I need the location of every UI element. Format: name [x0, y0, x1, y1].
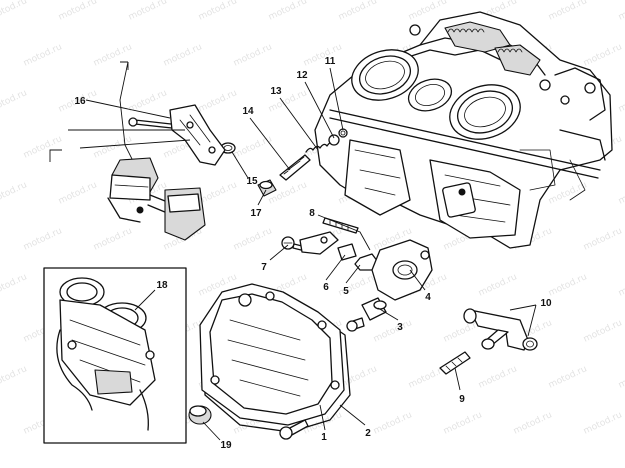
- plug: [188, 405, 212, 425]
- carburetor-assembly: [314, 11, 613, 249]
- watermark-text: motod.ru: [0, 180, 29, 207]
- choke-bracket-assembly: [107, 61, 226, 241]
- watermark-text: motod.ru: [57, 180, 99, 207]
- callout-5: 5: [343, 286, 349, 297]
- watermark-text: motod.ru: [232, 42, 274, 69]
- callout-6: 6: [323, 282, 329, 293]
- callout-4: 4: [425, 292, 431, 303]
- watermark-text: motod.ru: [232, 134, 274, 161]
- callout-7: 7: [261, 262, 267, 273]
- watermark-text: motod.ru: [267, 0, 309, 23]
- watermark-text: motod.ru: [0, 364, 29, 391]
- watermark-text: motod.ru: [477, 364, 519, 391]
- air-screw-group: [279, 128, 348, 181]
- watermark-text: motod.ru: [0, 0, 29, 23]
- callout-12: 12: [296, 70, 308, 81]
- watermark-text: motod.ru: [477, 272, 519, 299]
- callout-10: 10: [540, 298, 552, 309]
- callout-3: 3: [397, 322, 403, 333]
- watermark-text: motod.ru: [547, 364, 589, 391]
- callout-1: 1: [321, 432, 327, 443]
- watermark-text: motod.ru: [442, 410, 484, 437]
- watermark-text: motod.ru: [547, 0, 589, 23]
- watermark-text: motod.ru: [582, 410, 624, 437]
- tee-fitting-and-screw: [439, 308, 538, 375]
- watermark-text: motod.ru: [92, 226, 134, 253]
- watermark-text: motod.ru: [92, 134, 134, 161]
- callout-labels: 1 2 3 4 5 6 7 8 9 10 11 12 13 14 15 16 1…: [74, 56, 552, 451]
- watermark-text: motod.ru: [232, 226, 274, 253]
- watermark-text: motod.ru: [372, 410, 414, 437]
- callout-15: 15: [246, 176, 258, 187]
- watermark-text: motod.ru: [337, 0, 379, 23]
- watermark-text: motod.ru: [197, 88, 239, 115]
- watermark-text: motod.ru: [22, 226, 64, 253]
- watermark-text: motod.ru: [0, 272, 29, 299]
- watermark-text: motod.ru: [582, 42, 624, 69]
- watermark-text: motod.ru: [22, 42, 64, 69]
- watermark-text: motod.ru: [0, 88, 29, 115]
- watermark-text: motod.ru: [617, 88, 625, 115]
- watermark-text: motod.ru: [617, 180, 625, 207]
- watermark-text: motod.ru: [57, 0, 99, 23]
- watermark-text: motod.ru: [512, 410, 554, 437]
- callout-11: 11: [325, 56, 336, 67]
- oring-and-cap: [220, 142, 277, 197]
- watermark-text: motod.ru: [197, 0, 239, 23]
- callout-8: 8: [309, 208, 315, 219]
- watermark-text: motod.ru: [127, 0, 169, 23]
- callout-9: 9: [459, 394, 465, 405]
- watermark-text: motod.ru: [197, 180, 239, 207]
- watermark-text: motod.ru: [547, 272, 589, 299]
- callout-19: 19: [220, 440, 232, 451]
- callout-17: 17: [250, 208, 262, 219]
- cover-and-gasket: [199, 283, 351, 440]
- watermark-text: motod.ru: [582, 226, 624, 253]
- watermark-text: motod.ru: [127, 88, 169, 115]
- callout-14: 14: [242, 106, 254, 117]
- watermark-text: motod.ru: [22, 134, 64, 161]
- callout-2: 2: [365, 428, 371, 439]
- linkage-small-parts: [281, 217, 433, 332]
- bracket-16: [120, 61, 129, 70]
- watermark-text: motod.ru: [617, 364, 625, 391]
- watermark-text: motod.ru: [582, 318, 624, 345]
- watermark-text: motod.ru: [162, 42, 204, 69]
- leader-lines: [68, 67, 537, 441]
- watermark-text: motod.ru: [617, 0, 625, 23]
- inset-panel: [43, 267, 187, 444]
- watermark-text: motod.ru: [302, 42, 344, 69]
- watermark-text: motod.ru: [372, 318, 414, 345]
- callout-13: 13: [270, 86, 282, 97]
- watermark-text: motod.ru: [617, 272, 625, 299]
- callout-18: 18: [156, 280, 168, 291]
- bracket-16-lower: [49, 149, 62, 162]
- callout-16: 16: [74, 96, 86, 107]
- watermark-text: motod.ru: [267, 180, 309, 207]
